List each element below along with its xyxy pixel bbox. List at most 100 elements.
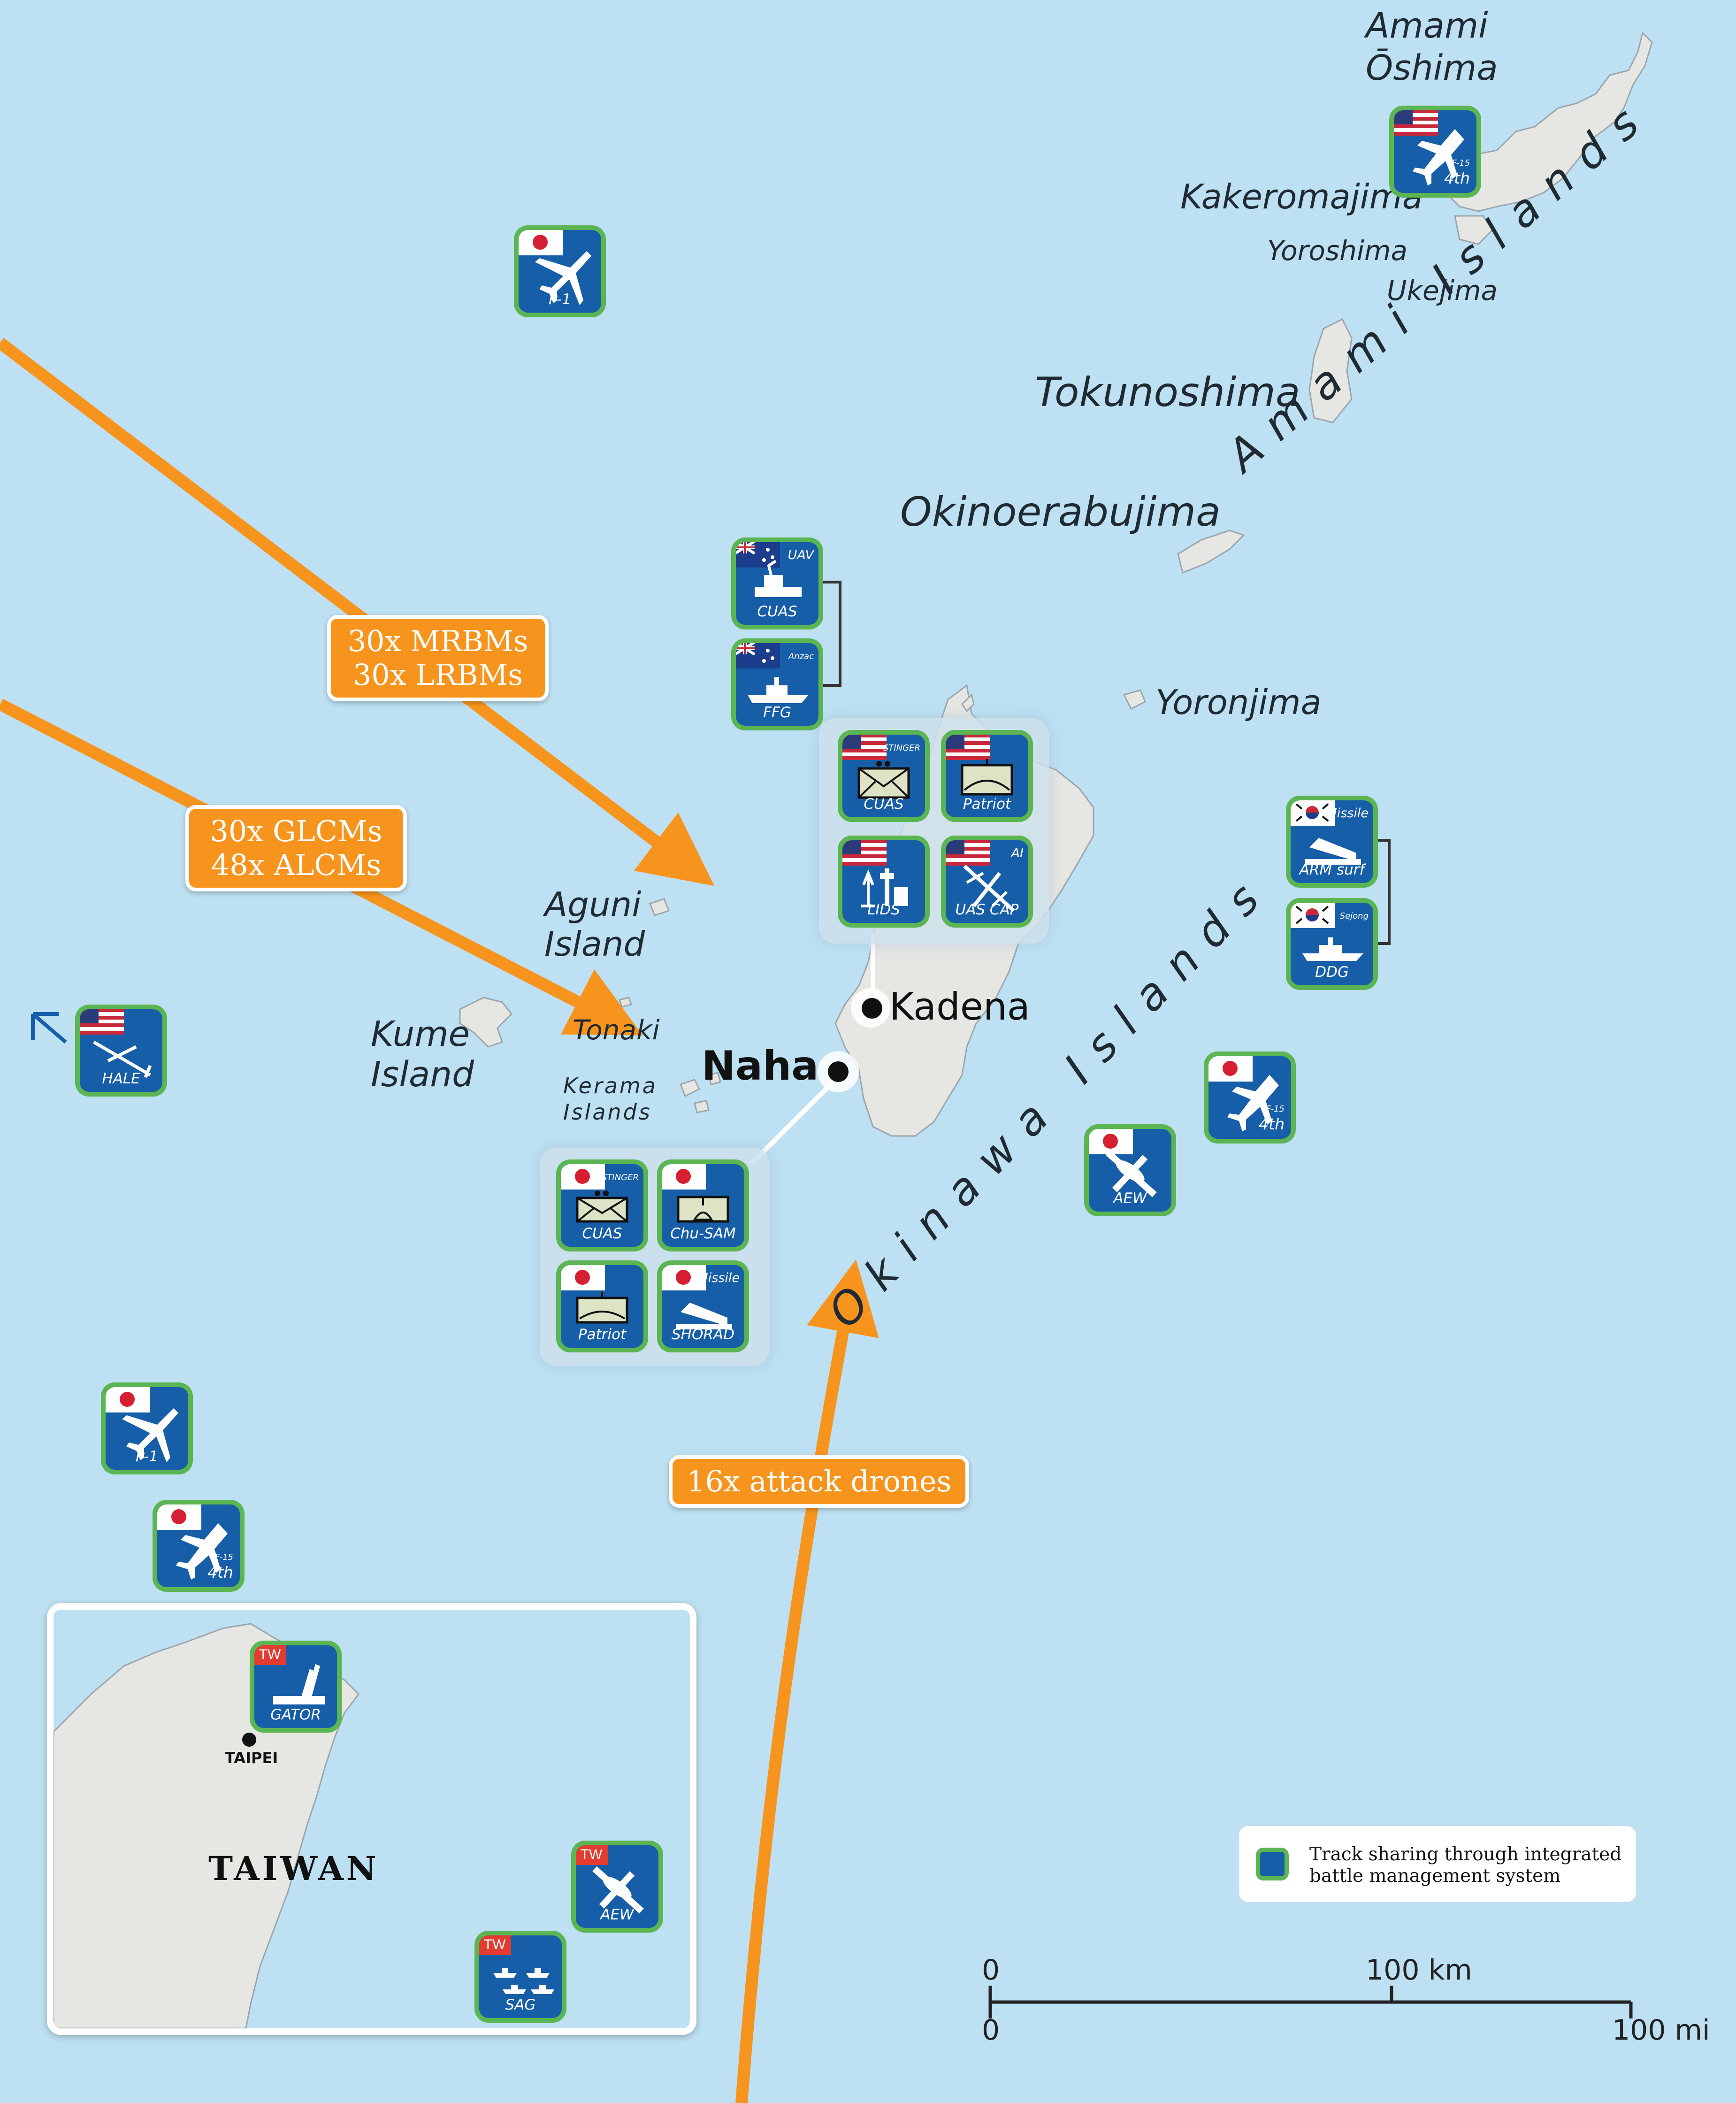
kerama-land-1 xyxy=(680,1079,701,1098)
aguni-land xyxy=(649,898,670,916)
label-naha: Naha xyxy=(702,1043,819,1090)
radar-icon xyxy=(861,868,908,907)
hale-direction-arrow xyxy=(31,1012,67,1044)
callout-ballistic: 30x MRBMs 30x LRBMs xyxy=(327,615,549,701)
scale-zero-mi: 0 xyxy=(982,2014,1000,2047)
taiwan-flag-icon: TW xyxy=(254,1645,286,1665)
us-flag-icon xyxy=(1394,110,1438,136)
kume-land xyxy=(459,997,513,1048)
callout-cruise: 30x GLCMs 48x ALCMs xyxy=(185,805,407,891)
uav-ffg-link xyxy=(817,581,841,687)
taiwan-land xyxy=(54,1623,359,2028)
patrol-aircraft-icon xyxy=(535,251,591,305)
unit-au-cuas[interactable]: UAV CUAS xyxy=(731,537,823,629)
ballistic-threat-arrow xyxy=(0,338,715,886)
unit-jp-patriot[interactable]: Patriot xyxy=(556,1260,648,1352)
unit-us-uascap[interactable]: AI UAS CAP xyxy=(941,836,1033,928)
label-kume: Kume Island xyxy=(371,1014,474,1095)
japan-flag-icon xyxy=(519,230,563,255)
unit-jp-p1-south[interactable]: P-1 xyxy=(101,1382,193,1474)
unit-jp-p1-north[interactable]: P-1 xyxy=(514,225,606,317)
label-okinoerabujima: Okinoerabujima xyxy=(900,489,1221,536)
japan-flag-icon xyxy=(157,1504,201,1530)
australia-flag-icon xyxy=(736,643,780,668)
missile-launcher-icon xyxy=(1305,838,1361,865)
fighter-jet-icon xyxy=(176,1523,228,1580)
kerama-land-2 xyxy=(708,1072,721,1085)
naha-dot xyxy=(828,1061,849,1082)
okinoerabujima-land xyxy=(1177,530,1245,574)
unit-tw-gator[interactable]: TW GATOR xyxy=(250,1641,342,1733)
missile-launcher-icon xyxy=(676,1303,732,1329)
unit-jp-shorad[interactable]: Missile SHORAD xyxy=(657,1260,749,1352)
label-yoroshima: Yoroshima xyxy=(1267,235,1408,267)
counter-uas-icon xyxy=(857,761,910,799)
unit-us-hale[interactable]: HALE xyxy=(75,1005,167,1097)
radar-icon xyxy=(961,759,1013,796)
unit-jp-f15-east[interactable]: F-15 4th xyxy=(1204,1052,1296,1144)
unit-us-lids[interactable]: LIDS xyxy=(838,836,930,928)
label-ukejima: Ukejima xyxy=(1387,275,1498,307)
label-aguni: Aguni Island xyxy=(544,885,645,964)
warship-icon xyxy=(1302,937,1363,961)
scale-100-mi: 100 mi xyxy=(1612,2014,1710,2047)
us-flag-icon xyxy=(80,1009,124,1035)
taiwan-inset: TAIPEI TAIWAN TW GATOR TW AEW TW SAG xyxy=(47,1603,696,2035)
unit-us-patriot[interactable]: Patriot xyxy=(941,730,1033,822)
taiwan-flag-icon: TW xyxy=(576,1845,608,1865)
kerama-land-3 xyxy=(694,1100,710,1113)
unit-jp-f15-south[interactable]: F-15 4th xyxy=(153,1500,245,1592)
patrol-aircraft-icon xyxy=(122,1408,178,1462)
warship-icon xyxy=(493,1968,554,1994)
japan-flag-icon xyxy=(106,1387,150,1412)
unit-jp-aew[interactable]: AEW xyxy=(1084,1124,1176,1216)
unit-jp-chusam[interactable]: Chu-SAM xyxy=(657,1159,749,1251)
japan-flag-icon xyxy=(1208,1056,1253,1082)
aew-aircraft-icon xyxy=(592,1866,644,1914)
izena-land xyxy=(961,693,975,713)
unit-kr-ddg[interactable]: Sejong DDG xyxy=(1286,898,1378,990)
label-yoronjima: Yoronjima xyxy=(1155,683,1322,722)
unit-jp-cuas[interactable]: STINGER CUAS xyxy=(556,1159,648,1251)
us-flag-icon xyxy=(842,735,887,760)
callout-drones: 16x attack drones xyxy=(669,1455,969,1508)
unit-us-cuas[interactable]: STINGER CUAS xyxy=(838,730,930,822)
unit-kr-armsurf[interactable]: Missile ARM surf xyxy=(1286,796,1378,888)
label-kakeromajima: Kakeromajima xyxy=(1180,177,1423,216)
label-tonaki: Tonaki xyxy=(573,1014,660,1046)
japan-flag-icon xyxy=(662,1164,706,1190)
label-taiwan: TAIWAN xyxy=(208,1849,379,1888)
japan-flag-icon xyxy=(662,1265,706,1290)
us-flag-icon xyxy=(946,735,990,760)
warship-icon xyxy=(748,677,809,703)
us-flag-icon xyxy=(946,840,990,866)
japan-flag-icon xyxy=(1089,1129,1133,1154)
legend-text: Track sharing through integrated battle … xyxy=(1309,1844,1622,1887)
kakeromajima-land xyxy=(1454,215,1493,245)
unit-tw-sag[interactable]: TW SAG xyxy=(474,1931,566,2023)
scale-bar xyxy=(988,1986,1633,2019)
fighter-jet-icon xyxy=(1413,129,1464,185)
japan-flag-icon xyxy=(561,1164,605,1190)
tonaki-land xyxy=(619,997,632,1008)
unit-au-ffg[interactable]: Anzac FFG xyxy=(731,638,823,730)
aew-aircraft-icon xyxy=(1105,1150,1157,1197)
label-kadena: Kadena xyxy=(889,985,1030,1028)
japan-flag-icon xyxy=(561,1265,605,1290)
scale-100-km: 100 km xyxy=(1366,1954,1472,1987)
korea-flag-icon xyxy=(1291,800,1335,826)
radar-icon xyxy=(576,1292,628,1324)
jp-group-link xyxy=(749,1078,837,1166)
unit-us-f15-amami[interactable]: F-15 4th xyxy=(1389,106,1481,198)
unit-tw-aew[interactable]: TW AEW xyxy=(571,1841,663,1933)
counter-uas-icon xyxy=(576,1190,628,1223)
taiwan-flag-icon: TW xyxy=(479,1935,511,1955)
legend-box: Track sharing through integrated battle … xyxy=(1239,1826,1636,1902)
kadena-dot xyxy=(862,998,882,1019)
legend-swatch xyxy=(1256,1848,1289,1880)
missile-launcher-icon xyxy=(273,1664,325,1704)
fighter-jet-icon xyxy=(1227,1075,1279,1131)
label-tokunoshima: Tokunoshima xyxy=(1035,369,1300,416)
scale-zero-km: 0 xyxy=(982,1954,1000,1987)
